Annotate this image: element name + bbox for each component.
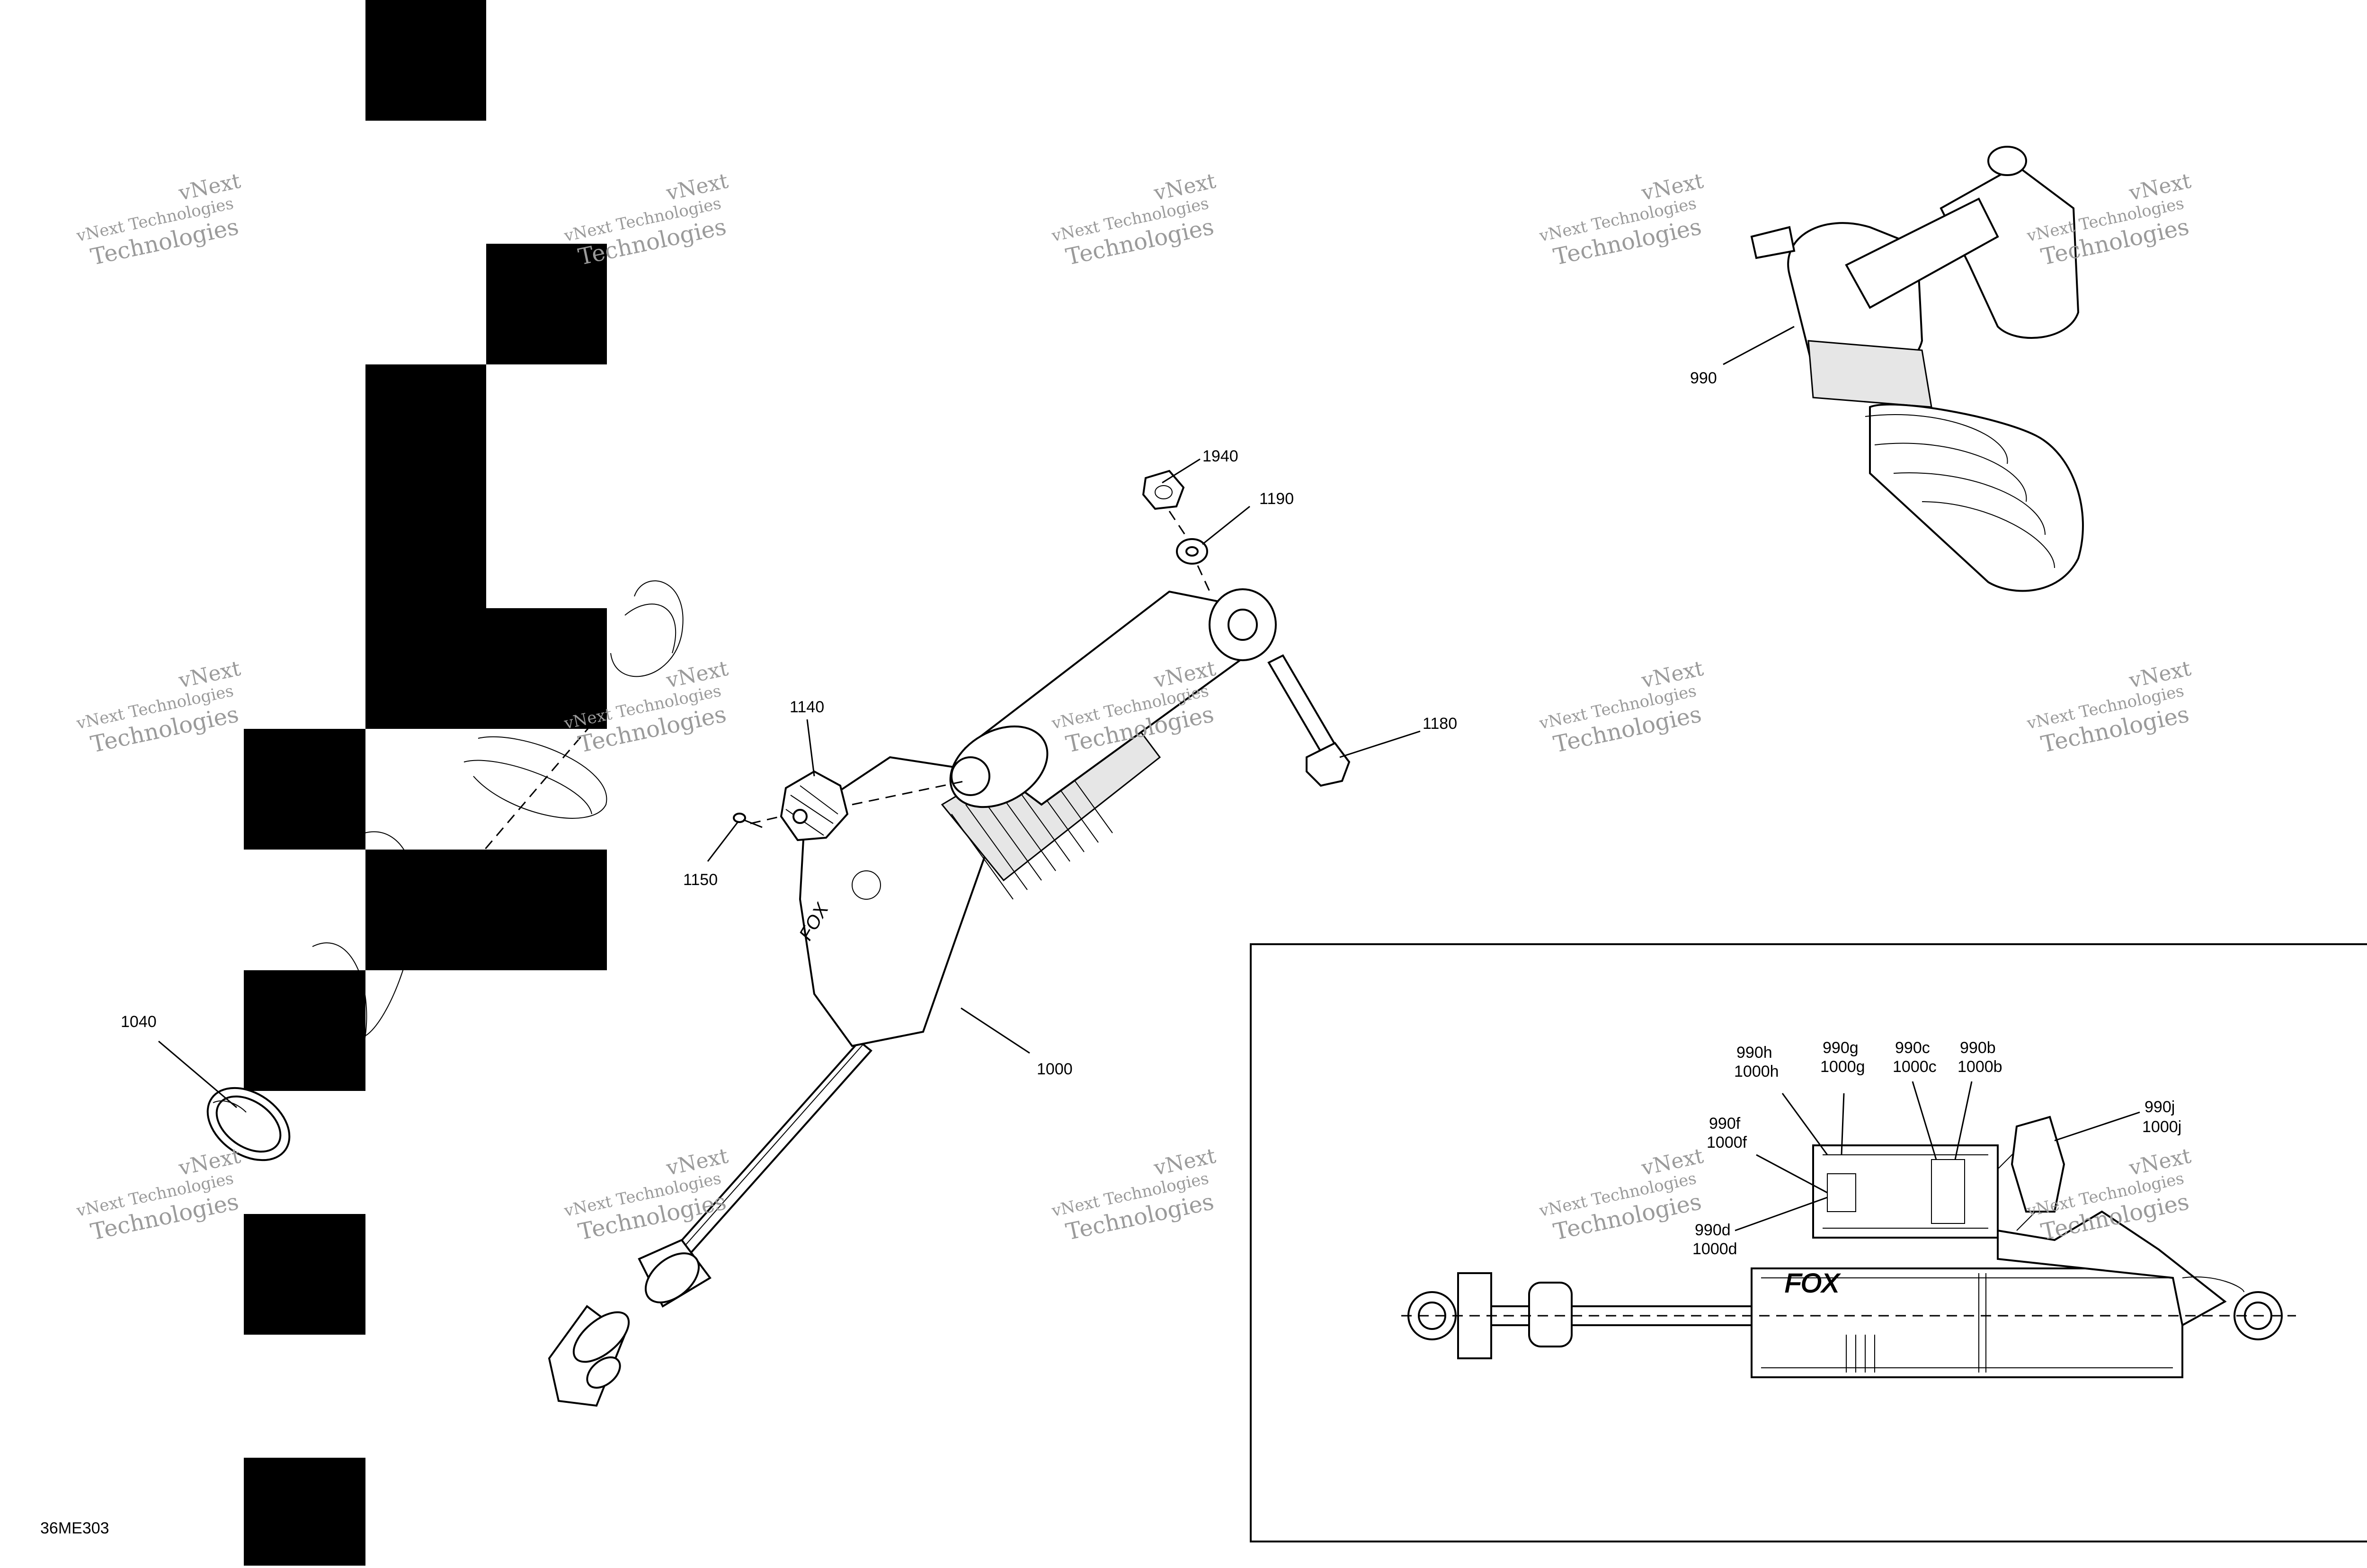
part-1940-nut bbox=[1142, 470, 1185, 510]
callout-1150: 1150 bbox=[683, 871, 718, 889]
part-1150-screw bbox=[733, 813, 763, 828]
redaction-blocks bbox=[244, 0, 607, 1566]
redaction-block bbox=[244, 1214, 365, 1335]
assembly-line bbox=[1168, 511, 1213, 597]
callout-1000d: 1000d bbox=[1692, 1240, 1737, 1258]
redaction-block bbox=[244, 1458, 365, 1566]
diagram-code: 36ME303 bbox=[40, 1519, 109, 1537]
callout-1000f: 1000f bbox=[1707, 1134, 1747, 1152]
callout-1040: 1040 bbox=[121, 1013, 157, 1031]
inset-frame bbox=[1250, 943, 2367, 1542]
callout-1000j: 1000j bbox=[2142, 1118, 2181, 1136]
inset-section-view: FOX 990h 1000h 990g 1000g bbox=[1250, 943, 2367, 1542]
callout-990f: 990f bbox=[1709, 1115, 1741, 1133]
callout-1000h: 1000h bbox=[1734, 1063, 1779, 1081]
callouts-main: 1940 1190 1180 1140 1150 1040 1000 990 bbox=[121, 369, 1717, 1078]
shock-assembled-drawing bbox=[1750, 146, 2084, 592]
redaction-block bbox=[365, 850, 607, 970]
callout-990d: 990d bbox=[1695, 1221, 1731, 1239]
redaction-block bbox=[365, 364, 607, 729]
inset-callouts: 990h 1000h 990g 1000g 990c 1000c 990b 10… bbox=[1692, 1039, 2181, 1258]
part-1190-washer bbox=[1176, 538, 1208, 565]
redaction-block bbox=[244, 729, 365, 850]
inset-leader-lines bbox=[1735, 1081, 2140, 1231]
callout-1180: 1180 bbox=[1423, 715, 1457, 733]
assembly-line bbox=[750, 780, 966, 824]
part-1040-ring bbox=[206, 1087, 291, 1161]
callout-990c: 990c bbox=[1895, 1039, 1930, 1057]
callout-1190: 1190 bbox=[1259, 490, 1294, 508]
callout-990b: 990b bbox=[1960, 1039, 1996, 1057]
part-1140-knob bbox=[780, 770, 849, 842]
spring-drawing bbox=[312, 580, 684, 1066]
callout-1940: 1940 bbox=[1202, 447, 1238, 465]
callout-1000b: 1000b bbox=[1958, 1058, 2002, 1076]
callout-1000c: 1000c bbox=[1893, 1058, 1937, 1076]
callout-1000: 1000 bbox=[1037, 1060, 1073, 1078]
inset-brand-mark: FOX bbox=[1785, 1268, 1841, 1298]
shock-main-drawing: FOX bbox=[548, 588, 1277, 1407]
callout-990j: 990j bbox=[2145, 1098, 2175, 1116]
leader-lines bbox=[158, 326, 1795, 1108]
redaction-block bbox=[365, 0, 486, 121]
callout-990h: 990h bbox=[1736, 1044, 1772, 1062]
redaction-block bbox=[486, 244, 607, 364]
part-1180-bolt bbox=[1267, 654, 1351, 787]
callout-990: 990 bbox=[1690, 369, 1717, 387]
callout-990g: 990g bbox=[1823, 1039, 1859, 1057]
callout-1000g: 1000g bbox=[1820, 1058, 1865, 1076]
callout-1140: 1140 bbox=[790, 698, 824, 716]
redaction-block bbox=[244, 970, 365, 1091]
